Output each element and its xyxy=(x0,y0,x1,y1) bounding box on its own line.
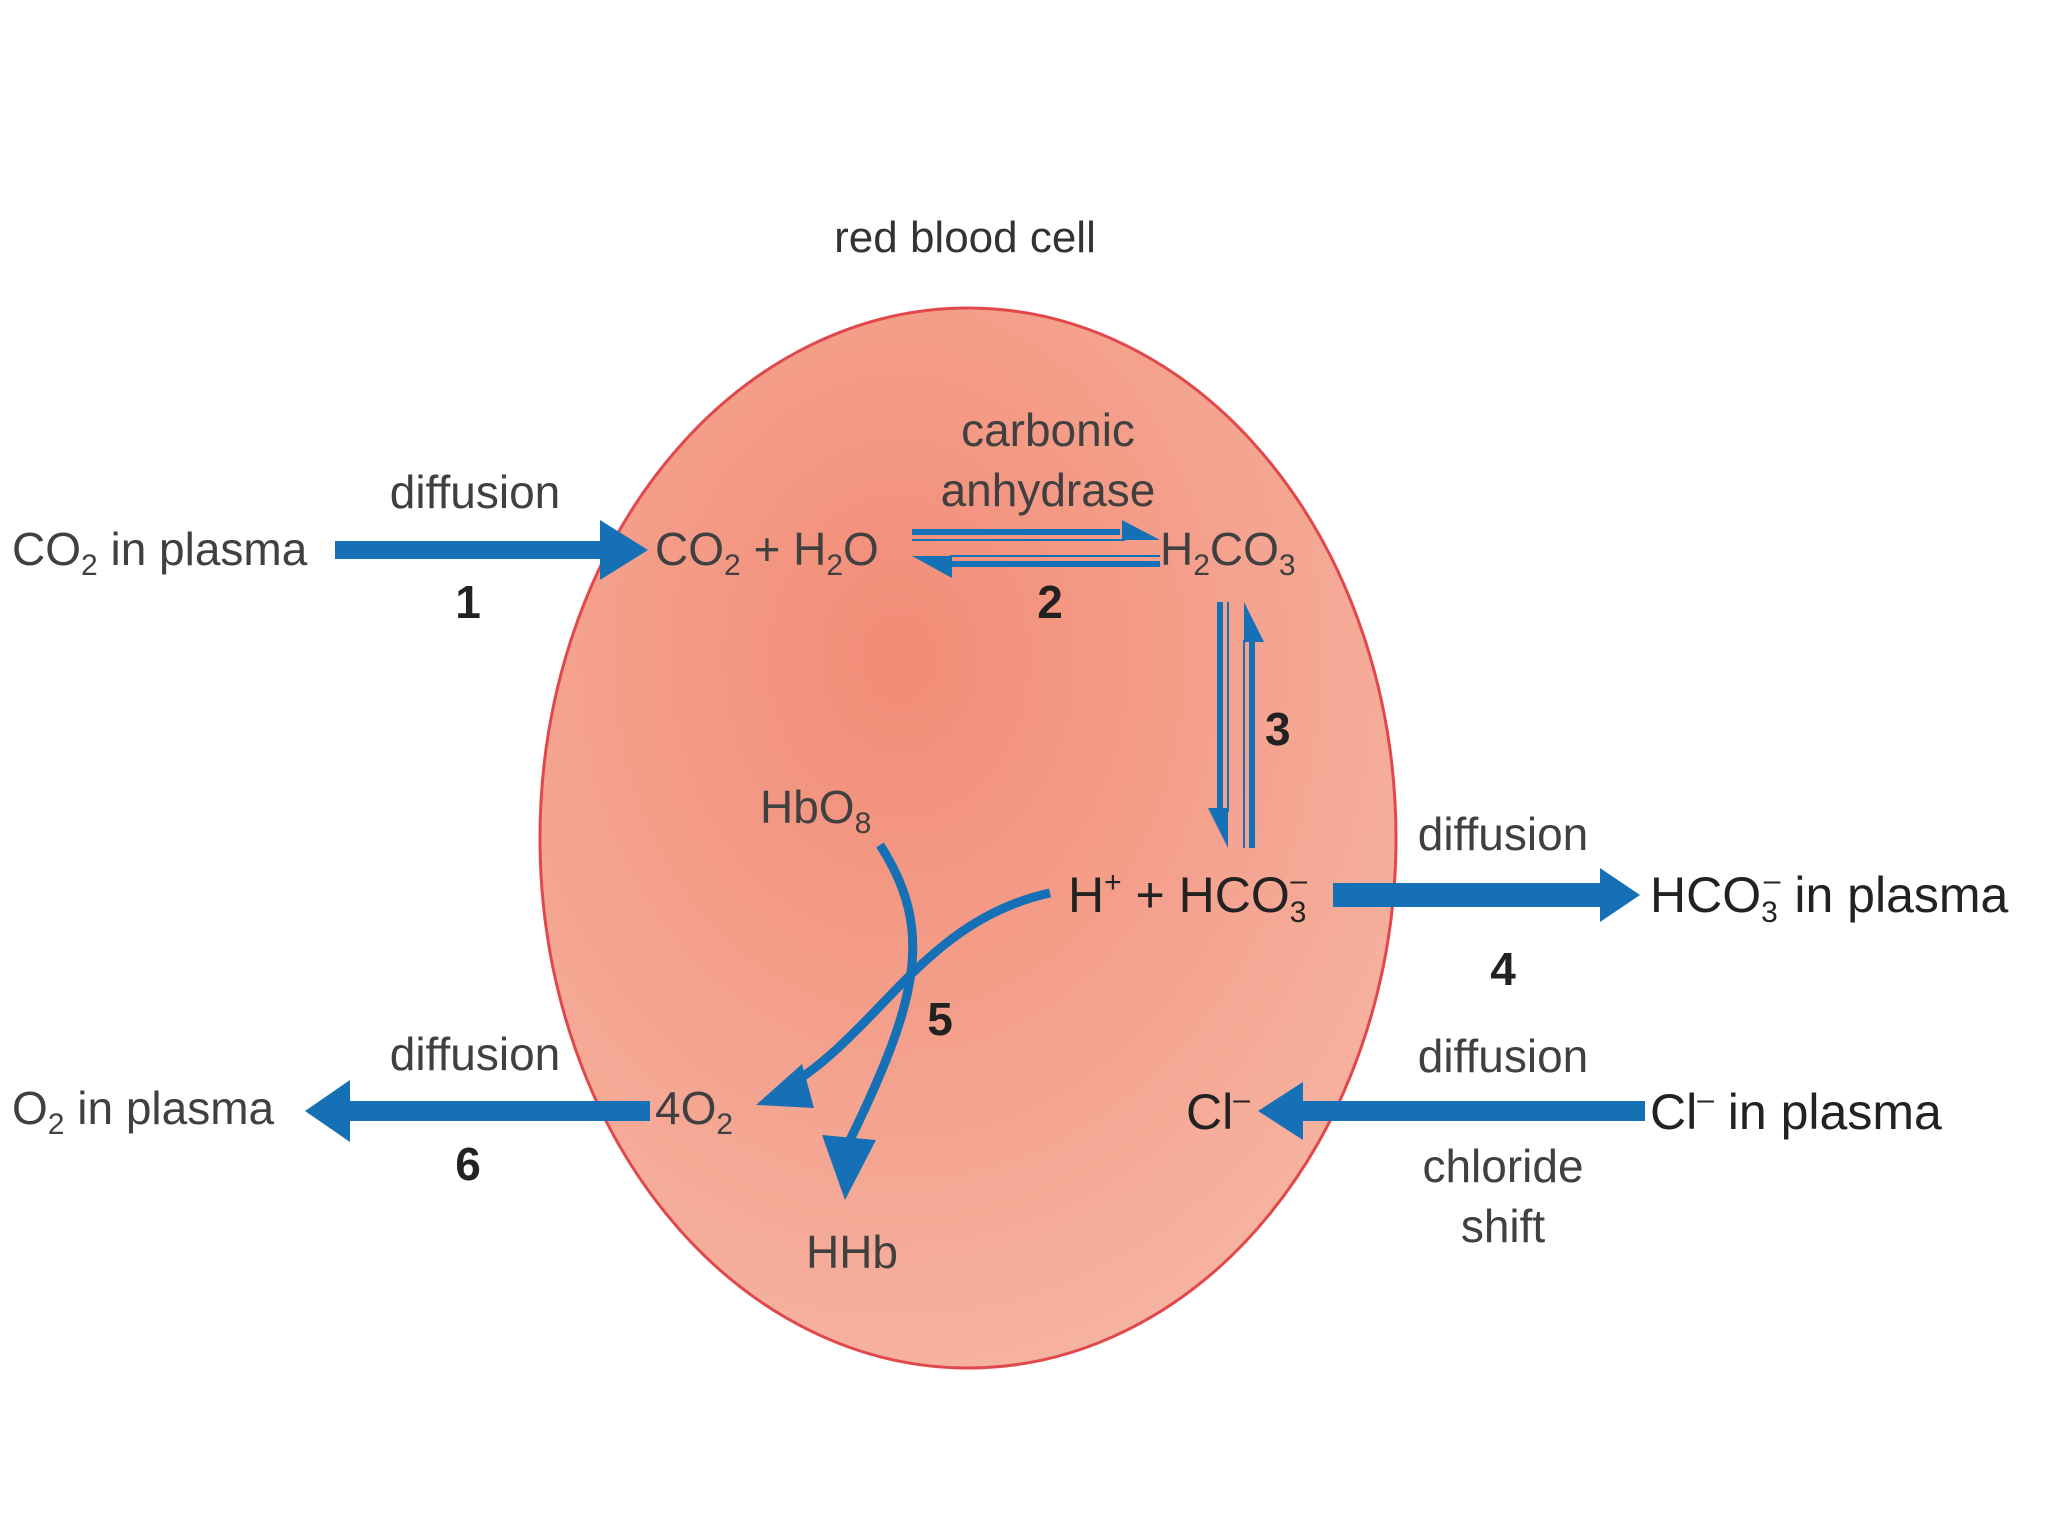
diagram-title: red blood cell xyxy=(834,213,1096,262)
hhb-label: HHb xyxy=(806,1226,898,1278)
cl-inside-label: Cl– xyxy=(1186,1083,1250,1140)
step-2-number: 2 xyxy=(1037,576,1063,628)
h2co3-label: H2CO3 xyxy=(1160,523,1296,582)
diffusion-in-arrow xyxy=(335,520,648,580)
h-plus-to-o2-curve xyxy=(787,888,1051,1089)
o2-out-arrow xyxy=(305,1080,650,1142)
chloride-shift-label-line2: shift xyxy=(1461,1200,1546,1252)
hhb-arrowhead xyxy=(822,1135,876,1200)
step-2-carbonic-anhydrase: carbonic anhydrase 2 H2CO3 xyxy=(912,404,1296,628)
red-blood-cell xyxy=(538,306,1398,1370)
enzyme-label-line2: anhydrase xyxy=(941,464,1156,516)
chloride-shift-label-line1: chloride xyxy=(1422,1140,1583,1192)
step-4-bicarbonate-diffusion: H+ + HCO3– diffusion 4 HCO3– in plasma xyxy=(1068,808,2009,995)
step-6-number: 6 xyxy=(455,1138,481,1190)
forward-reaction-arrowhead xyxy=(1122,520,1160,540)
step-6-o2-diffusion: diffusion 6 O2 in plasma xyxy=(12,1028,650,1190)
step-3-number: 3 xyxy=(1265,703,1291,755)
down-reaction-arrowhead xyxy=(1208,808,1228,848)
co2-plus-h2o-label: CO2 + H2O xyxy=(655,523,879,582)
chloride-shift: diffusion Cl– Cl– in plasma chloride shi… xyxy=(1186,1030,1942,1252)
step-5-hemoglobin-buffering: HbO8 5 HHb 4O2 xyxy=(655,781,1051,1278)
reverse-reaction-arrowhead xyxy=(912,556,952,578)
step-6-diffusion-label: diffusion xyxy=(390,1028,561,1080)
step-1-diffusion-label: diffusion xyxy=(390,466,561,518)
hbo8-label: HbO8 xyxy=(760,781,871,840)
enzyme-label-line1: carbonic xyxy=(961,404,1135,456)
chloride-in-arrow xyxy=(1258,1082,1645,1140)
o2-release-arrowhead xyxy=(756,1064,814,1108)
o2-in-plasma-label: O2 in plasma xyxy=(12,1082,275,1141)
step-5-number: 5 xyxy=(927,993,953,1045)
up-reaction-arrowhead xyxy=(1244,602,1264,642)
4o2-label: 4O2 xyxy=(655,1082,733,1141)
h-plus-hco3-label: H+ + HCO3– xyxy=(1068,864,1307,929)
co2-in-plasma-label: CO2 in plasma xyxy=(12,523,308,582)
step-1-number: 1 xyxy=(455,576,481,628)
chloride-diffusion-label: diffusion xyxy=(1418,1030,1589,1082)
step-1-co2-diffusion: CO2 in plasma diffusion 1 CO2 + H2O xyxy=(12,466,879,628)
cl-in-plasma-label: Cl– in plasma xyxy=(1650,1083,1942,1140)
hco3-in-plasma-label: HCO3– in plasma xyxy=(1650,864,2009,929)
bicarbonate-out-arrow xyxy=(1333,868,1640,922)
step-4-diffusion-label: diffusion xyxy=(1418,808,1589,860)
step-4-number: 4 xyxy=(1490,943,1516,995)
step-3-dissociation: 3 xyxy=(1208,602,1291,848)
